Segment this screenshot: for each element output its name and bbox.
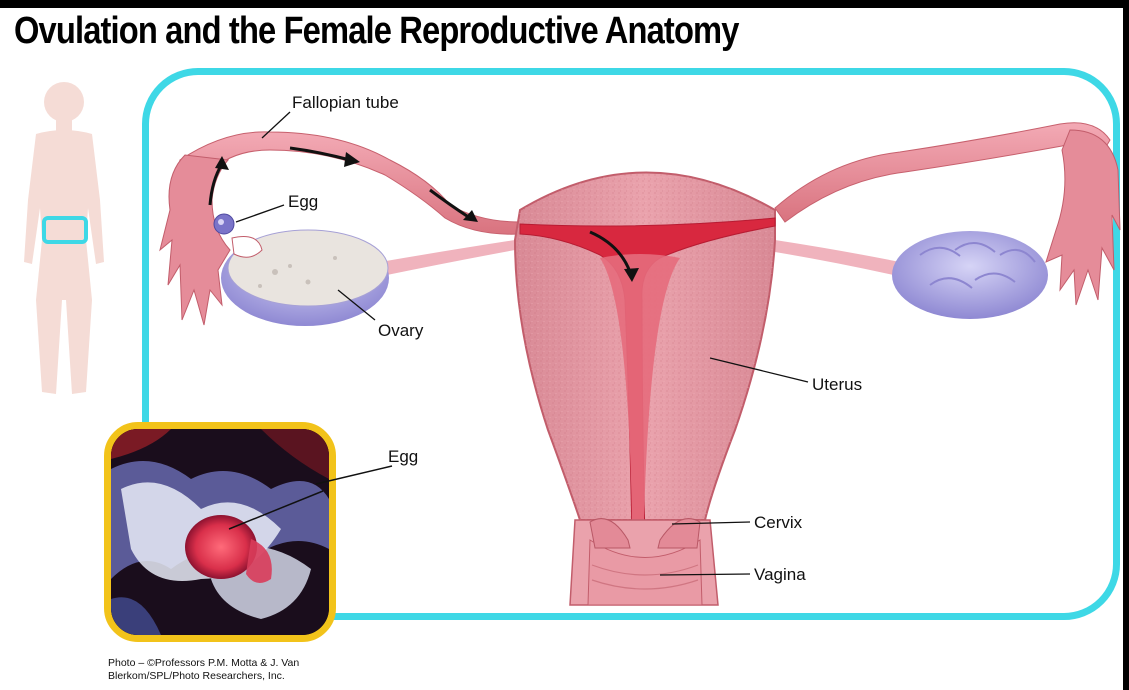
label-egg-top: Egg <box>288 192 318 211</box>
left-ovarian-ligament <box>380 240 515 276</box>
photo-credit: Photo – ©Professors P.M. Motta & J. Van … <box>108 657 368 683</box>
label-ovary: Ovary <box>378 321 424 340</box>
right-fimbriae <box>1046 130 1120 305</box>
label-fallopian-tube: Fallopian tube <box>292 93 399 112</box>
left-fimbriae <box>160 155 230 325</box>
label-cervix: Cervix <box>754 513 803 532</box>
credit-line-1: Photo – ©Professors P.M. Motta & J. Van <box>108 657 368 670</box>
egg-micrograph <box>111 429 329 635</box>
egg-micrograph-inset <box>104 422 336 642</box>
body-silhouette <box>24 82 104 394</box>
label-uterus: Uterus <box>812 375 862 394</box>
credit-line-2: Blerkom/SPL/Photo Researchers, Inc. <box>108 670 368 683</box>
label-vagina: Vagina <box>754 565 806 584</box>
egg-released <box>214 214 234 234</box>
egg-cell <box>185 515 257 579</box>
right-fallopian-tube <box>775 123 1110 222</box>
right-ovarian-ligament <box>775 240 900 276</box>
leader-egg-top <box>236 205 284 222</box>
